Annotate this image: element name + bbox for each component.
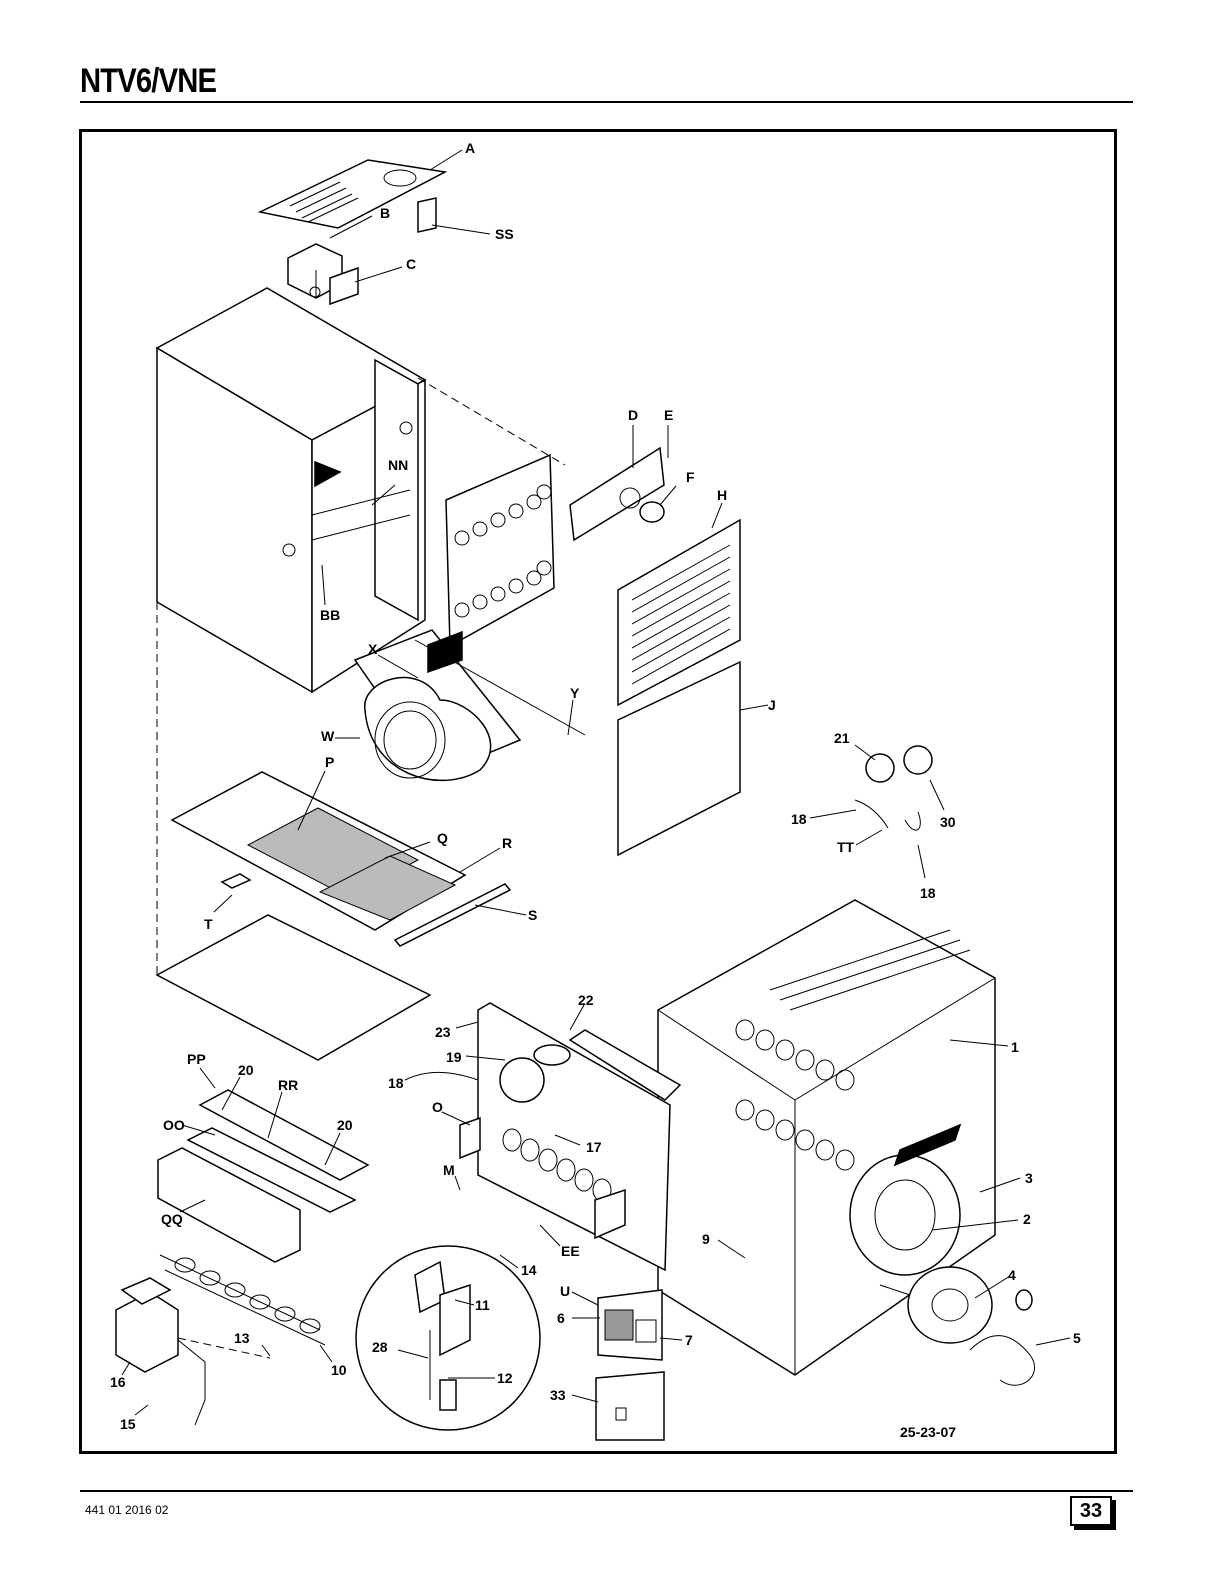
- top-panel: [257, 159, 448, 229]
- casing: [155, 287, 427, 694]
- callout-label: OO: [163, 1117, 185, 1133]
- page-number: 33: [1070, 1496, 1112, 1526]
- callout-label: NN: [388, 457, 408, 473]
- ring: [639, 501, 665, 523]
- igniter-detail: [355, 1245, 541, 1431]
- filter-panel: [617, 518, 741, 707]
- callout-label: 33: [550, 1387, 566, 1403]
- callout-label: J: [768, 697, 776, 713]
- callout-label: Q: [437, 830, 448, 846]
- callout-label: 17: [586, 1139, 602, 1155]
- callout-label: W: [321, 728, 335, 744]
- callout-label: 16: [110, 1374, 126, 1390]
- callout-label: 2: [1023, 1211, 1031, 1227]
- rail: [393, 883, 512, 947]
- door: [445, 453, 555, 648]
- callout-label: 19: [446, 1049, 462, 1065]
- callout-label: 23: [435, 1024, 451, 1040]
- callout-label: 1: [1011, 1039, 1019, 1055]
- callout-label: D: [628, 407, 638, 423]
- plate: [329, 266, 359, 306]
- callout-label: PP: [187, 1051, 206, 1067]
- bottom-door: [617, 660, 741, 857]
- bottom-pan: [155, 914, 432, 1061]
- callout-label: 10: [331, 1362, 347, 1378]
- callout-label: E: [664, 407, 673, 423]
- callout-label: 30: [940, 814, 956, 830]
- junction-box: [595, 1371, 665, 1441]
- callout-label: U: [560, 1283, 570, 1299]
- callout-label: 18: [791, 811, 807, 827]
- callout-label: B: [380, 205, 390, 221]
- callout-label: 20: [238, 1062, 254, 1078]
- callout-label: R: [502, 835, 512, 851]
- gasket: [569, 446, 665, 542]
- callout-label: P: [325, 754, 334, 770]
- callout-label: 5: [1073, 1330, 1081, 1346]
- leader-lines: [121, 149, 1071, 1416]
- callout-label: BB: [320, 607, 340, 623]
- flue-box: [287, 243, 343, 299]
- callout-label: 6: [557, 1310, 565, 1326]
- callout-labels: A B SS C D E F NN H BB X Y J W P 21 30 1…: [110, 140, 1081, 1440]
- callout-label: 15: [120, 1416, 136, 1432]
- callout-label: S: [528, 907, 537, 923]
- page-title: NTV6/VNE: [80, 62, 217, 100]
- callout-label: C: [406, 256, 416, 272]
- callout-label: X: [368, 641, 378, 657]
- callout-label: F: [686, 469, 695, 485]
- callout-label: Y: [570, 685, 580, 701]
- callout-label: 7: [685, 1332, 693, 1348]
- header-rule: [80, 101, 1133, 103]
- callout-label: H: [717, 487, 727, 503]
- callout-label: M: [443, 1162, 455, 1178]
- callout-label: T: [204, 916, 213, 932]
- drawing-id: 25-23-07: [900, 1424, 956, 1440]
- pressure-switches: [854, 745, 933, 831]
- callout-label: 22: [578, 992, 594, 1008]
- callout-label: QQ: [161, 1211, 183, 1227]
- callout-label: 11: [475, 1297, 490, 1313]
- callout-label: 9: [702, 1231, 710, 1247]
- callout-label: 28: [372, 1339, 388, 1355]
- callout-label: 12: [497, 1370, 513, 1386]
- footer-rule: [80, 1490, 1133, 1492]
- callout-label: 18: [920, 885, 936, 901]
- callout-label: O: [432, 1099, 443, 1115]
- callout-label: 13: [234, 1330, 250, 1346]
- blower-housing: [353, 629, 586, 782]
- callout-label: 18: [388, 1075, 404, 1091]
- bracket: [417, 197, 437, 233]
- diagram-frame: [79, 129, 1117, 1454]
- callout-label: A: [465, 140, 475, 156]
- callout-label: 14: [521, 1262, 537, 1278]
- clip: [220, 873, 252, 889]
- control-board: [597, 1289, 663, 1361]
- filter-rack: [170, 771, 467, 931]
- vent-base: [157, 1147, 301, 1263]
- callout-label: 3: [1025, 1170, 1033, 1186]
- callout-label: SS: [495, 226, 514, 242]
- document-number: 441 01 2016 02: [85, 1503, 169, 1517]
- blower-motor: [879, 1266, 1036, 1386]
- callout-label: RR: [278, 1077, 298, 1093]
- callout-label: 20: [337, 1117, 353, 1133]
- callout-label: TT: [837, 839, 855, 855]
- vent-cover: [198, 1089, 370, 1181]
- callout-label: 4: [1008, 1267, 1016, 1283]
- callout-label: 21: [834, 730, 850, 746]
- gas-valve-burners: [115, 1254, 326, 1426]
- callout-label: EE: [561, 1243, 580, 1259]
- inducer-assembly: [459, 1002, 682, 1272]
